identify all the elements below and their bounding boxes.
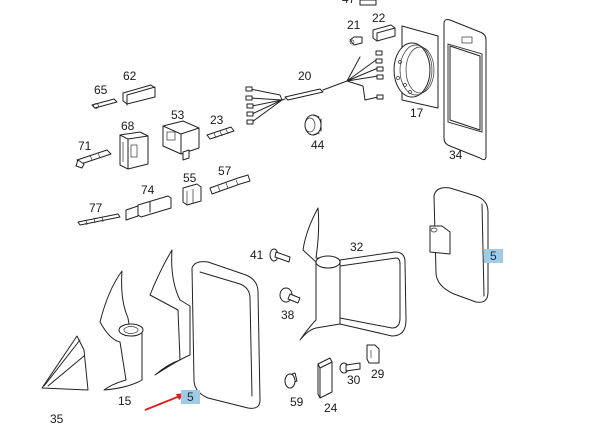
part-24-drawing: [317, 357, 333, 399]
callout-47: 47: [342, 0, 355, 6]
callout-17: 17: [410, 106, 424, 120]
part-74-drawing: [125, 195, 172, 221]
callout-41: 41: [250, 248, 264, 262]
part-29-drawing: [366, 344, 380, 364]
part-47-drawing: [359, 0, 377, 6]
callout-62: 62: [123, 69, 137, 83]
part-68-drawing: [119, 131, 149, 170]
callout-53: 53: [171, 108, 185, 122]
part-77-drawing: [77, 213, 121, 226]
callout-22: 22: [372, 11, 386, 25]
callout-23: 23: [210, 113, 224, 127]
part-5-mirror-right-drawing: [429, 187, 489, 303]
part-23-drawing: [206, 126, 235, 140]
callout-38: 38: [281, 308, 295, 322]
part-22-drawing: [372, 24, 396, 42]
part-34-drawing: [443, 19, 487, 161]
part-57-drawing: [209, 174, 251, 195]
part-32-drawing: [299, 207, 407, 341]
callout-35: 35: [50, 412, 64, 426]
callout-29: 29: [371, 367, 385, 381]
callout-71: 71: [78, 139, 92, 153]
part-44-drawing: [304, 114, 322, 136]
callout-44: 44: [311, 138, 325, 152]
part-38-drawing: [279, 287, 301, 304]
part-5-mirror-left-drawing: [149, 249, 261, 409]
callout-74: 74: [141, 183, 155, 197]
callout-5-highlighted-arrow: 5: [181, 390, 200, 404]
part-41-drawing: [269, 248, 291, 263]
part-53-drawing: [162, 120, 200, 161]
part-15-drawing: [99, 270, 144, 391]
callout-15: 15: [118, 394, 132, 408]
callout-65: 65: [94, 83, 108, 97]
part-59-drawing: [284, 372, 298, 389]
part-20-drawing: [245, 50, 384, 125]
callout-34: 34: [449, 148, 463, 162]
callout-24: 24: [324, 401, 338, 415]
callout-32: 32: [350, 240, 364, 254]
callout-59: 59: [290, 395, 304, 409]
part-17-drawing: [393, 25, 439, 109]
part-55-drawing: [182, 183, 202, 206]
callout-30: 30: [347, 373, 361, 387]
callout-77: 77: [89, 201, 103, 215]
callout-57: 57: [218, 164, 232, 178]
part-65-drawing: [91, 98, 118, 109]
part-62-drawing: [122, 84, 156, 106]
part-35-drawing: [41, 335, 89, 391]
part-21-drawing: [349, 36, 363, 46]
callout-68: 68: [121, 119, 135, 133]
callout-5-highlighted-right: 5: [484, 249, 503, 263]
callout-55: 55: [183, 171, 197, 185]
part-30-drawing: [339, 362, 361, 374]
part-71-drawing: [75, 149, 112, 169]
callout-21: 21: [347, 18, 361, 32]
red-arrow-icon: [144, 393, 186, 411]
callout-20: 20: [298, 69, 312, 83]
